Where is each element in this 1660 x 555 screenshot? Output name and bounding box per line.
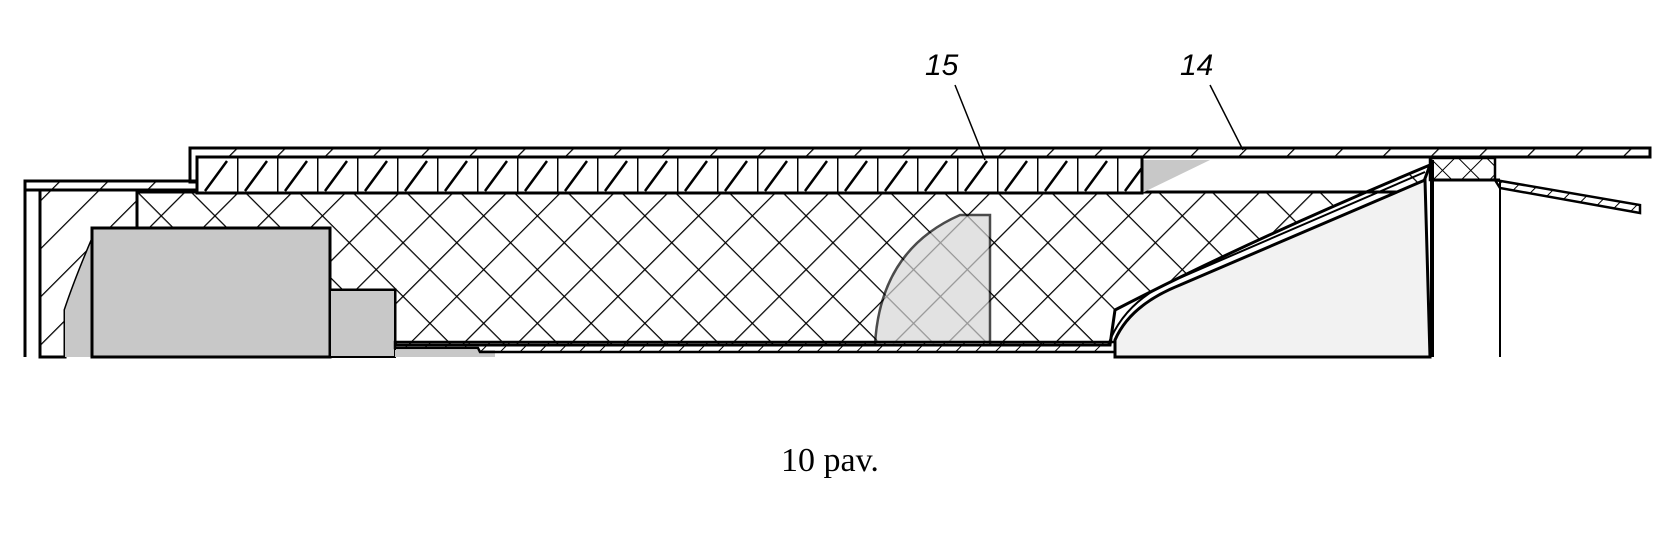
figure-caption: 10 pav. (0, 442, 1660, 480)
tile-layer-15 (197, 157, 1142, 193)
gray-block-main (92, 228, 330, 357)
bottom-strip (395, 342, 1115, 352)
right-seal-block (1430, 158, 1495, 180)
label-14: 14 (1180, 49, 1213, 82)
gray-block-step (330, 290, 395, 357)
gray-wedge (1142, 160, 1210, 193)
label-15: 15 (925, 49, 959, 82)
sloping-flange (1495, 180, 1640, 213)
leader-line-14 (1210, 85, 1243, 150)
